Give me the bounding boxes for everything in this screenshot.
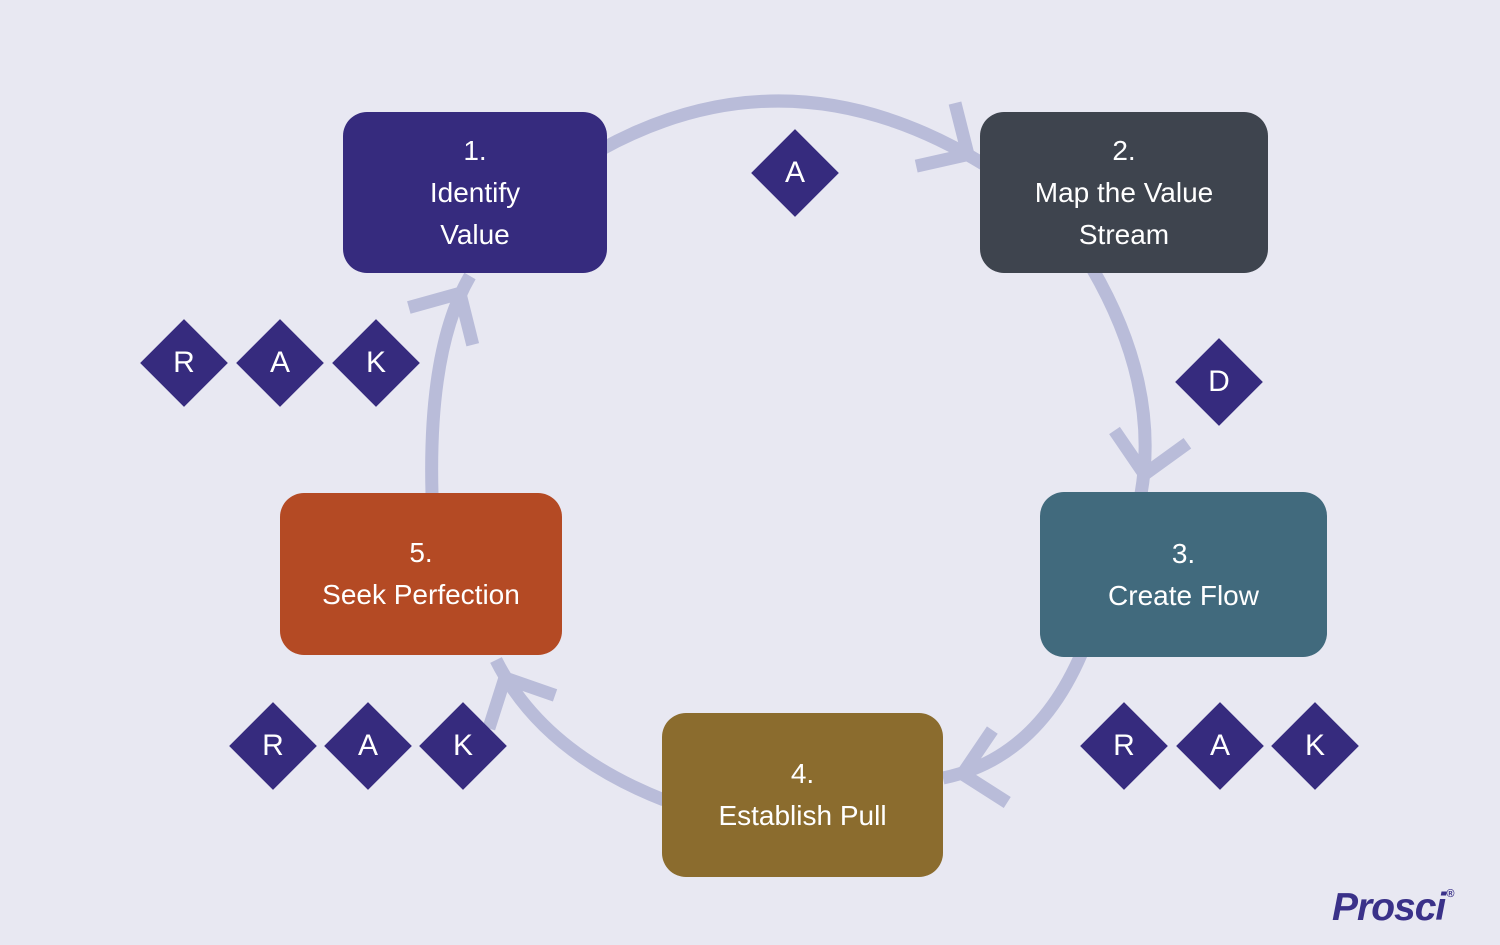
step-title-line: Value bbox=[440, 218, 510, 250]
rak-diamond-r-lower-left: R bbox=[229, 702, 317, 790]
arrow-step5-to-step1 bbox=[407, 272, 480, 495]
arrow-step2-to-step3 bbox=[1086, 264, 1192, 496]
adkar-letter-d: D bbox=[1208, 365, 1230, 398]
step-number: 5. bbox=[409, 537, 433, 568]
step-title-line: Map the Value bbox=[1034, 176, 1214, 208]
step-box-create-flow: 3. Create Flow bbox=[1040, 492, 1327, 657]
rak-diamond-k-upper-left: K bbox=[332, 319, 420, 407]
adkar-diamond-awareness: A bbox=[751, 129, 839, 217]
arrow-step1-to-step2 bbox=[596, 94, 989, 173]
step-title-line: Stream bbox=[1078, 218, 1170, 250]
rak-diamond-k-lower-left: K bbox=[419, 702, 507, 790]
step-number: 2. bbox=[1112, 134, 1136, 166]
arrow-step4-to-step5 bbox=[482, 657, 667, 807]
step-number: 3. bbox=[1171, 537, 1196, 569]
prosci-logo-text: Prosci bbox=[1332, 886, 1446, 929]
rak-letter-r: R bbox=[1113, 729, 1135, 762]
adkar-letter-a: A bbox=[784, 156, 805, 189]
rak-letter-r: R bbox=[262, 729, 284, 762]
rak-letter-a: A bbox=[357, 729, 378, 762]
rak-diamond-a-lower-left: A bbox=[324, 702, 412, 790]
rak-letter-r: R bbox=[173, 346, 195, 379]
step-box-establish-pull: 4. Establish Pull bbox=[662, 713, 943, 877]
rak-diamond-k-lower-right: K bbox=[1271, 702, 1359, 790]
step-title-line: Seek Perfection bbox=[322, 579, 520, 610]
adkar-diamond-desire: D bbox=[1175, 338, 1263, 426]
registered-trademark-icon: ® bbox=[1446, 888, 1454, 900]
step-number: 4. bbox=[790, 758, 815, 789]
prosci-logo: Prosci® bbox=[1332, 886, 1454, 930]
arrow-step3-to-step4 bbox=[941, 642, 1092, 808]
rak-diamond-r-lower-right: R bbox=[1080, 702, 1168, 790]
rak-diamond-r-upper-left: R bbox=[140, 319, 228, 407]
step-title-line: Identify bbox=[429, 176, 521, 208]
step-title-line: Establish Pull bbox=[718, 800, 887, 831]
step-box-seek-perfection: 5. Seek Perfection bbox=[280, 493, 562, 655]
rak-letter-a: A bbox=[1209, 729, 1230, 762]
rak-letter-k: K bbox=[1304, 729, 1325, 762]
step-number: 1. bbox=[463, 134, 487, 166]
step-title-line: Create Flow bbox=[1108, 579, 1259, 611]
rak-diamond-a-upper-left: A bbox=[236, 319, 324, 407]
rak-letter-k: K bbox=[365, 346, 386, 379]
step-box-map-the-value-stream: 2. Map the Value Stream bbox=[980, 112, 1268, 273]
rak-diamond-a-lower-right: A bbox=[1176, 702, 1264, 790]
step-box-identify-value: 1. Identify Value bbox=[343, 112, 607, 273]
rak-letter-a: A bbox=[269, 346, 290, 379]
rak-letter-k: K bbox=[452, 729, 473, 762]
